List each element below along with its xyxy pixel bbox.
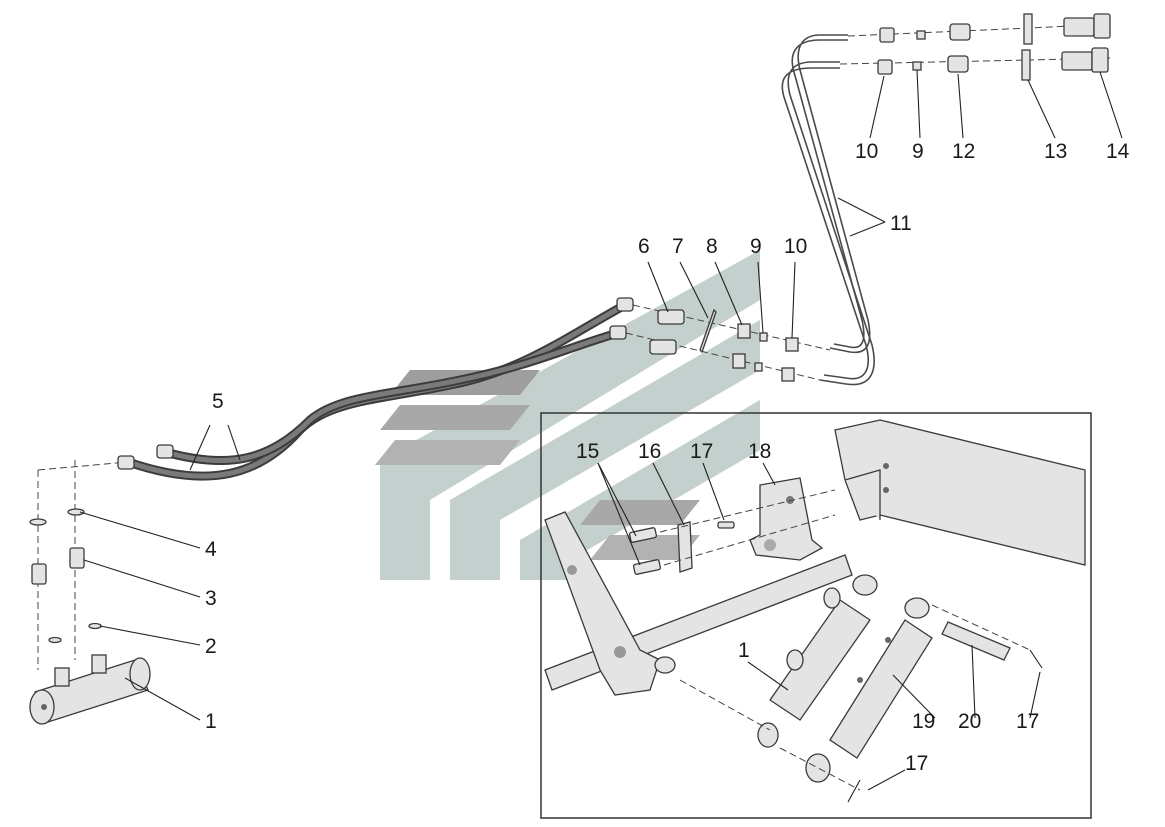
callout-16: 16 [638, 440, 661, 463]
callout-14: 14 [1106, 140, 1130, 163]
callout-2: 2 [205, 635, 217, 658]
callout-19: 19 [912, 710, 935, 733]
callout-15: 15 [576, 440, 599, 463]
callout-4: 4 [205, 538, 217, 561]
callout-17-inset-bottom: 17 [905, 752, 928, 775]
leader-lines [79, 69, 1123, 791]
callout-17-inset-top: 17 [690, 440, 713, 463]
part-5-hoses [117, 297, 634, 481]
callout-10-top: 10 [855, 140, 878, 163]
callout-10-mid: 10 [784, 235, 807, 258]
inset-frame [540, 412, 1092, 819]
callout-17-inset-right: 17 [1016, 710, 1039, 733]
callout-1-inset: 1 [738, 639, 750, 662]
watermark-logo [375, 250, 760, 580]
mid-fittings [625, 304, 831, 382]
callout-1: 1 [205, 710, 217, 733]
callout-9-top: 9 [912, 140, 924, 163]
callout-11: 11 [890, 212, 912, 235]
part-11-tubes [781, 34, 875, 386]
callout-13: 13 [1044, 140, 1067, 163]
callout-18: 18 [748, 440, 771, 463]
inset-linkage [544, 419, 1086, 803]
callout-9-mid: 9 [750, 235, 762, 258]
callout-6: 6 [638, 235, 650, 258]
callout-20: 20 [958, 710, 981, 733]
part-1-cylinder-left [29, 654, 151, 725]
callout-7: 7 [672, 235, 684, 258]
callout-8: 8 [706, 235, 718, 258]
callout-12: 12 [952, 140, 975, 163]
callout-5: 5 [212, 390, 224, 413]
callout-3: 3 [205, 587, 217, 610]
top-fittings [839, 13, 1111, 81]
callout-labels: 1 2 3 4 5 6 7 8 9 10 10 9 12 13 14 11 15… [205, 140, 1130, 775]
part-4-washers [29, 508, 85, 526]
part-3-fittings [31, 547, 85, 585]
